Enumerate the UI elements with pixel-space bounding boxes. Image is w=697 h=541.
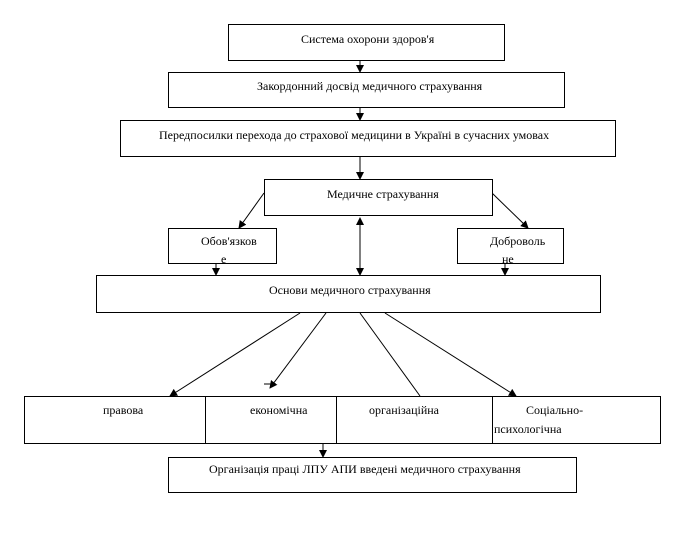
box-voluntary-label-2: не	[502, 252, 514, 266]
box-mandatory-label-1: Обов'язков	[201, 234, 257, 248]
box-economic-label: економічна	[250, 403, 308, 417]
box-legal: правова	[24, 396, 206, 444]
box-basics: Основи медичного страхування	[96, 275, 601, 313]
box-organizational: організаційна	[336, 396, 493, 444]
box-medical-insurance-label: Медичне страхування	[327, 187, 439, 201]
arrow-medical-to-mandatory	[238, 192, 265, 229]
box-mandatory-label-2: е	[221, 252, 227, 266]
box-preconditions: Передпосилки перехода до страхової медиц…	[120, 120, 616, 157]
box-social-label-1: Соціально-	[526, 403, 584, 417]
arrow-basics-to-legal	[169, 312, 301, 397]
box-mandatory: Обов'язков е	[168, 228, 277, 266]
box-foreign-experience-label: Закордонний досвід медичного страхування	[257, 79, 483, 93]
arrow-medical-to-voluntary	[491, 192, 529, 229]
box-organizational-label: організаційна	[369, 403, 439, 417]
box-foreign-experience: Закордонний досвід медичного страхування	[168, 72, 565, 108]
box-social-label-2: психологічна	[494, 422, 562, 436]
box-organization-work-label: Організація праці ЛПУ АПИ введені медичн…	[209, 462, 521, 476]
box-organization-work: Організація праці ЛПУ АПИ введені медичн…	[168, 457, 577, 493]
box-voluntary-label-1: Доброволь	[490, 234, 546, 248]
arrow-basics-to-economic	[269, 312, 327, 389]
box-legal-label: правова	[103, 403, 144, 417]
box-health-system-label: Система охорони здоров'я	[301, 32, 435, 46]
box-health-system: Система охорони здоров'я	[228, 24, 505, 61]
box-medical-insurance: Медичне страхування	[264, 179, 493, 216]
box-preconditions-label: Передпосилки перехода до страхової медиц…	[159, 128, 550, 142]
box-voluntary: Доброволь не	[457, 228, 564, 266]
box-social-psychological: Соціально- психологічна	[492, 396, 661, 444]
box-economic: економічна	[205, 396, 337, 444]
arrow-basics-to-social	[384, 312, 517, 397]
box-basics-label: Основи медичного страхування	[269, 283, 431, 297]
arrow-basics-to-organizational	[359, 312, 421, 397]
